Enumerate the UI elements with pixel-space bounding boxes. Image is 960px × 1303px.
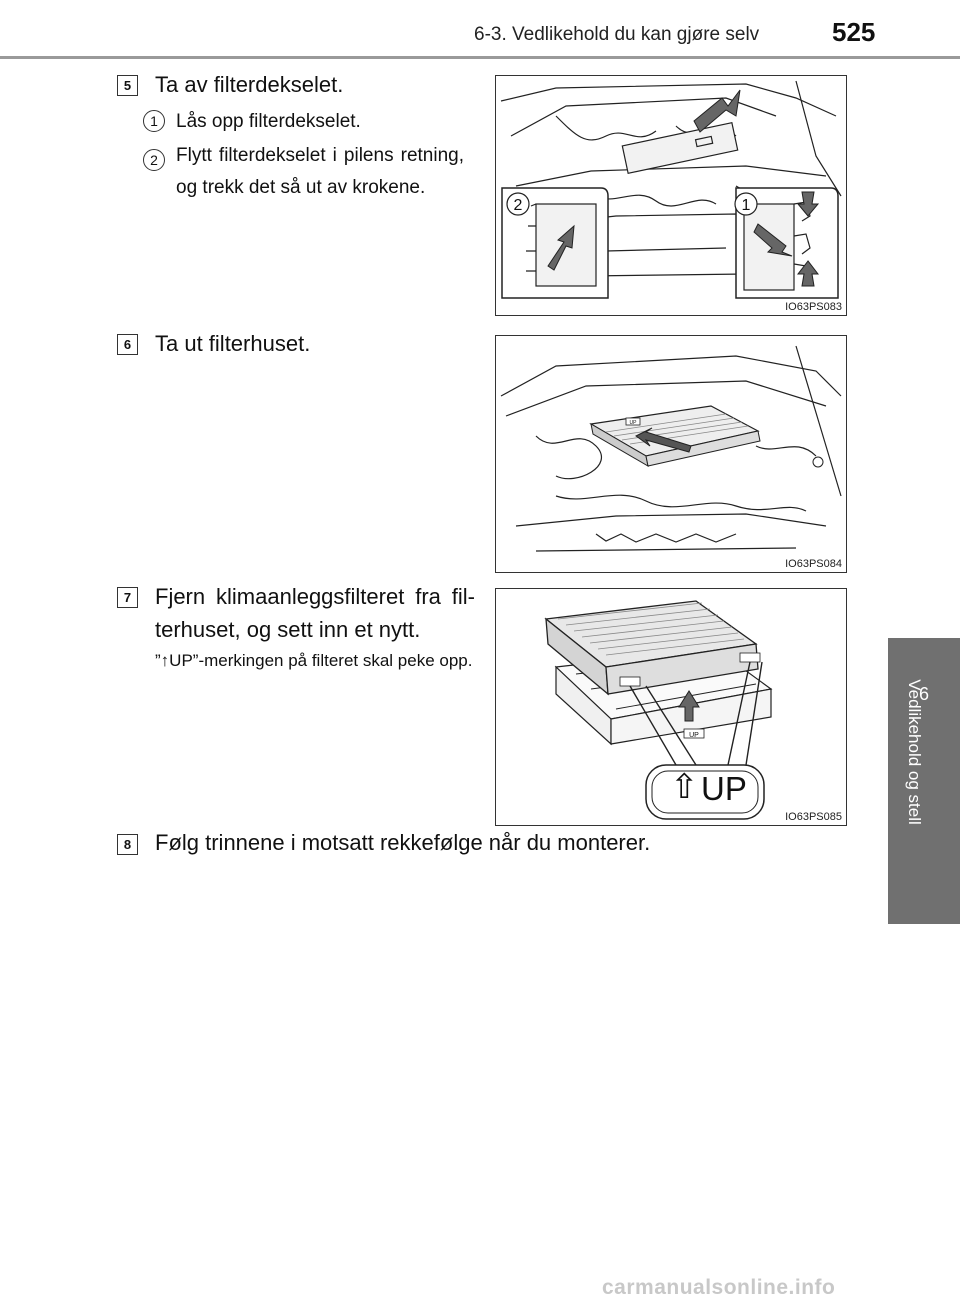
substep-2-text: Flytt filterdekselet i pilens retning, o… (176, 145, 464, 198)
figure-remove-filter-cover: 2 1 IO63PS083 (495, 75, 847, 316)
step-8-text: Følg trinnene i motsatt rekkefølge når d… (155, 830, 651, 855)
filter-replace-illustration: UP (544, 600, 773, 820)
chapter-label: Vedlikehold og stell (905, 679, 924, 825)
step-number-7: 7 (117, 587, 138, 608)
step-number-5: 5 (117, 75, 138, 96)
figure-replace-filter: UP ⇧ UP IO63PS085 (495, 588, 847, 826)
header-rule (0, 56, 960, 59)
filter-housing-illustration: UP (500, 345, 842, 552)
figure-callout-1: 1 (742, 197, 751, 214)
substep-number-2: 2 (143, 149, 165, 171)
chapter-number: 6 (918, 684, 929, 704)
figure-code: IO63PS083 (785, 301, 842, 313)
figure-remove-filter-housing: UP IO63PS084 (495, 335, 847, 573)
figure-callout-2: 2 (514, 197, 523, 214)
page-number: 525 (832, 17, 876, 47)
section-title: 6-3. Vedlikehold du kan gjøre selv (474, 24, 760, 45)
tray-up-label: UP (689, 732, 699, 739)
step-7-note: ”↑UP”-merkingen på filteret skal peke op… (155, 648, 475, 674)
up-mark-arrow-icon: ⇧ (670, 768, 699, 806)
note-quote: ” (155, 651, 161, 670)
filter-cover-illustration: 2 1 (500, 80, 842, 299)
substep-number-1: 1 (143, 110, 165, 132)
note-text: UP”-merkingen på filteret skal peke opp. (169, 651, 473, 670)
figure-code: IO63PS084 (785, 558, 842, 570)
step-6-text: Ta ut filterhuset. (155, 331, 311, 356)
substep-1-text: Lås opp filterdekselet. (176, 111, 361, 132)
watermark[interactable]: carmanualsonline.info (602, 1276, 836, 1299)
step-number-6: 6 (117, 334, 138, 355)
housing-up-label: UP (630, 420, 638, 426)
step-5-text: Ta av filterdekselet. (155, 72, 344, 97)
step-7-text: Fjern klimaanleggsfilteret fra fil-terhu… (155, 584, 475, 642)
up-mark-text: UP (701, 770, 747, 807)
up-arrow-icon: ↑ (160, 651, 170, 670)
step-number-8: 8 (117, 834, 138, 855)
figure-code: IO63PS085 (785, 811, 842, 823)
chapter-side-tab[interactable] (888, 638, 960, 924)
